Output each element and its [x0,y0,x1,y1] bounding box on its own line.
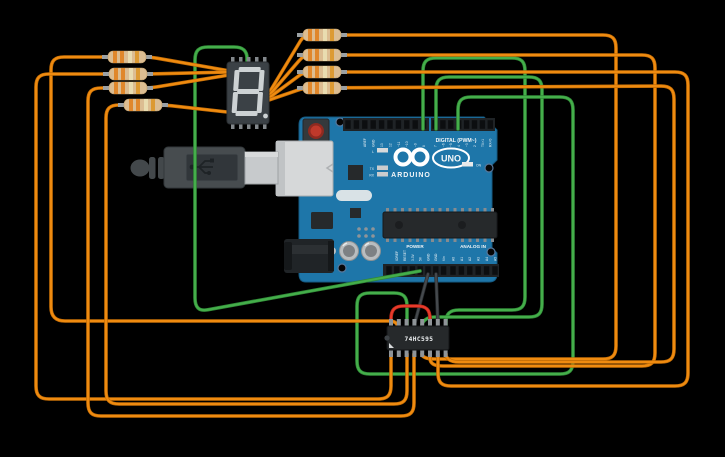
voltage-regulator [311,212,333,229]
cable-boot [130,159,150,177]
pin1-marker [389,343,394,348]
svg-text:GND: GND [372,139,376,147]
wire-green-d8-to-595[interactable] [421,56,527,328]
cable-ring [149,157,156,179]
svg-text:7: 7 [433,145,437,147]
pin-labels: AREF GND 13 12 ~11 ~10 ~9 8 7 ~6 ~5 4 ~3 2 TX>1 RX<0IOR… [363,138,497,261]
uno-badge: UNO [432,147,470,169]
digital-pwm-label: DIGITAL (PWM~) [436,138,477,144]
svg-text:A1: A1 [460,257,464,261]
wire-orange-seg-6[interactable] [264,53,657,368]
svg-text:IOREF: IOREF [395,251,399,261]
chip-pins [389,319,448,357]
wire-orange-seg-7[interactable] [264,70,690,388]
svg-text:~3: ~3 [465,143,469,147]
display-pins [231,57,267,129]
seven-segment-display[interactable] [226,57,270,129]
svg-text:5V: 5V [419,256,423,261]
resistor[interactable] [297,81,347,95]
svg-text:A0: A0 [451,257,455,261]
svg-text:GND: GND [434,253,438,261]
svg-text:A5: A5 [493,257,497,261]
capacitor [361,241,381,261]
wire-black-gnd-2[interactable] [434,272,440,328]
svg-text:A3: A3 [477,257,481,261]
cable-ring [158,157,165,179]
resistor[interactable] [103,81,153,95]
digital-header-right[interactable] [431,118,495,131]
resistor[interactable] [297,48,347,62]
resistor[interactable] [103,67,153,81]
svg-text:~5: ~5 [449,143,453,147]
svg-text:A4: A4 [485,257,489,261]
icsp-header [357,227,375,238]
svg-text:13: 13 [380,143,384,147]
small-chip [350,208,361,218]
wire-orange-seg-8[interactable] [264,84,676,364]
resistor[interactable] [118,98,168,112]
svg-text:~11: ~11 [397,141,401,147]
svg-text:8: 8 [422,145,426,147]
wire-green-5v-to-display[interactable] [193,45,422,312]
svg-text:AREF: AREF [363,138,367,147]
svg-text:UNO: UNO [441,154,461,164]
wire-red-vcc-arc[interactable] [389,304,432,332]
chip-notch [384,335,390,341]
svg-text:~9: ~9 [414,143,418,147]
svg-text:ON: ON [476,164,482,168]
svg-text:TX>1: TX>1 [481,139,485,147]
svg-text:L: L [372,150,374,154]
wire-green-d7-to-595[interactable] [420,75,544,328]
usb-port [275,140,334,197]
svg-text:3.3V: 3.3V [411,253,415,261]
power-jack [284,239,334,273]
chip-label: 74HC595 [405,336,434,343]
svg-text:4: 4 [457,145,461,147]
wire-orange-seg-3[interactable] [86,73,416,418]
atmega-ic [382,208,498,242]
capacitor [339,241,359,261]
power-label: POWER [406,244,424,249]
shift-register-chip[interactable]: 74HC595 [384,319,450,357]
resistor[interactable] [297,28,347,42]
resistor[interactable] [102,50,152,64]
svg-text:Vin: Vin [442,256,446,261]
svg-text:2: 2 [473,145,477,147]
mounting-holes [335,117,496,273]
svg-text:12: 12 [388,143,392,147]
board-label-pill [336,190,372,201]
svg-text:TX: TX [370,167,375,171]
arduino-board[interactable]: AREF GND 13 12 ~11 ~10 ~9 8 7 ~6 ~5 4 ~3 2 TX>1 RX<0IOR… [275,116,499,283]
decimal-point [263,113,268,119]
svg-text:RESET: RESET [403,250,407,261]
on-led: ON [462,162,482,168]
svg-text:RX<0: RX<0 [489,138,493,147]
svg-text:RX: RX [369,174,374,178]
wire-orange-seg-5[interactable] [264,33,618,361]
arduino-logo [393,147,430,167]
svg-text:GND: GND [426,253,430,261]
arduino-brand: ARDUINO [391,172,431,179]
display-digit [231,67,265,116]
svg-text:~6: ~6 [441,143,445,147]
reset-button[interactable] [302,118,330,145]
wire-green-d4-to-595[interactable] [355,95,575,376]
resistor[interactable] [297,65,347,79]
svg-text:A2: A2 [468,257,472,261]
plug-metal [244,151,279,185]
status-leds: L TX RX [369,148,388,178]
analog-in-label: ANALOG IN [460,244,486,249]
wire-orange-seg-2[interactable] [34,70,393,401]
resistors-layer [102,28,347,112]
usb-cable[interactable] [130,146,279,189]
svg-text:~10: ~10 [405,141,409,147]
wire-black-gnd-1[interactable] [412,272,430,328]
plug-metal-shade [245,152,278,157]
usb-interface-chip [348,165,363,180]
